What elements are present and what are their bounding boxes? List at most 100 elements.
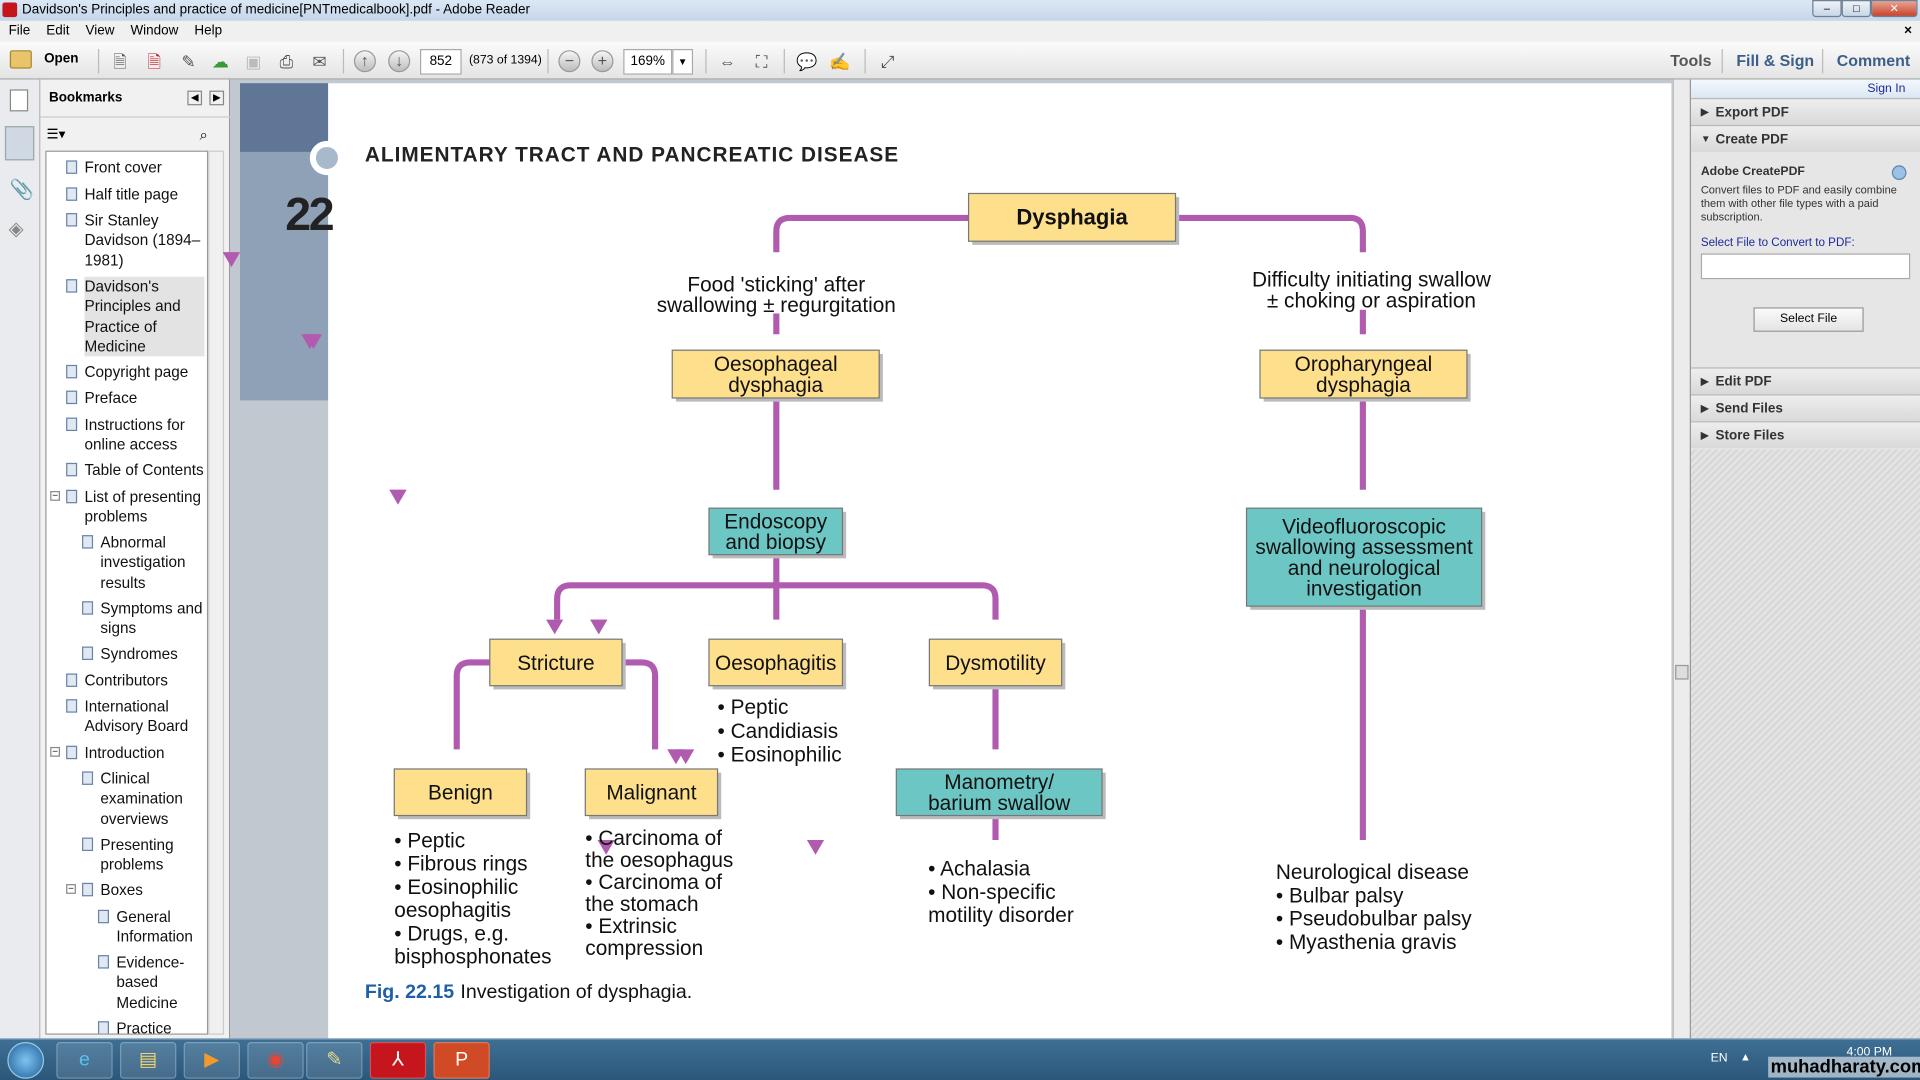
diagram-text: motility disorder (928, 904, 1074, 927)
bookmark-item[interactable]: Symptoms and signs (82, 599, 204, 639)
bookmark-search-icon[interactable]: ⌕ (199, 126, 208, 144)
comment-tab[interactable]: Comment (1836, 51, 1911, 70)
collapse-toggle-icon[interactable]: − (66, 883, 76, 894)
minimize-button[interactable]: – (1812, 0, 1842, 18)
close-document-button[interactable]: × (1904, 23, 1912, 38)
arrow-head (806, 840, 825, 855)
previous-page-button[interactable]: ↑ (353, 50, 376, 73)
menu-window[interactable]: Window (130, 23, 179, 38)
menu-view[interactable]: View (85, 23, 115, 38)
bookmark-item[interactable]: Half title page (66, 185, 204, 205)
open-button[interactable]: Open (44, 51, 79, 67)
zoom-dropdown-chevron-icon[interactable]: ▼ (672, 48, 694, 75)
select-file-button[interactable]: Select File (1753, 307, 1864, 332)
bookmark-item[interactable]: Copyright page (66, 362, 204, 382)
manometry-box (895, 768, 1103, 817)
diagram-text: • Eosinophilic (718, 744, 842, 767)
zoom-out-button[interactable]: − (558, 50, 581, 73)
bookmark-item[interactable]: International Advisory Board (66, 697, 204, 737)
bookmark-item[interactable]: Boxes− (66, 880, 204, 900)
bookmark-item[interactable]: Abnormal investigation results (82, 533, 204, 593)
bookmark-item[interactable]: Sir Stanley Davidson (1894–1981) (66, 211, 204, 271)
fit-page-icon[interactable]: ⛶ (755, 51, 768, 72)
print-icon[interactable]: ⎙ (279, 51, 294, 72)
zoom-level-input[interactable]: 169% (623, 48, 673, 75)
fullscreen-icon[interactable]: ⤢ (880, 51, 895, 72)
bookmark-item[interactable]: Front cover (66, 158, 204, 178)
store-files-section[interactable]: ▶Store Files (1691, 421, 1920, 449)
bookmark-item[interactable]: Introduction− (50, 743, 204, 763)
highlight-icon[interactable]: ✍ (829, 51, 851, 72)
zoom-in-button[interactable]: + (591, 50, 614, 73)
collapse-toggle-icon[interactable]: − (50, 490, 61, 501)
file-path-input[interactable] (1700, 253, 1911, 280)
layers-icon[interactable]: ◈ (8, 219, 24, 241)
taskbar-file-explorer[interactable]: ▤ (120, 1042, 177, 1079)
send-files-section[interactable]: ▶Send Files (1691, 394, 1920, 422)
collapse-panel-icon[interactable]: ◀ (187, 90, 203, 106)
show-hidden-icons[interactable]: ▲ (1740, 1050, 1751, 1063)
bookmark-label: Preface (84, 389, 138, 407)
flow-arrow (1175, 214, 1366, 253)
close-button[interactable]: ✕ (1871, 0, 1918, 18)
bookmark-item[interactable]: Instructions for online access (66, 415, 204, 455)
bookmark-item[interactable]: Contributors (66, 671, 204, 691)
create-pdf-title: Adobe CreatePDF (1700, 165, 1805, 179)
cloud-upload-icon[interactable]: ☁ (211, 51, 229, 72)
bookmark-item[interactable]: List of presenting problems− (50, 487, 204, 527)
bookmark-item[interactable]: Syndromes (82, 644, 204, 664)
bookmark-item[interactable]: General Information (97, 907, 204, 947)
fit-width-icon[interactable]: ⇔ (718, 51, 736, 72)
flow-arrow (554, 582, 777, 620)
comment-icon[interactable]: 💬 (796, 51, 818, 72)
tools-tab[interactable]: Tools (1670, 51, 1712, 70)
attachments-icon[interactable]: 📎 (9, 180, 35, 201)
combine-files-icon[interactable]: 🗎 (147, 51, 162, 72)
next-page-button[interactable]: ↓ (388, 50, 411, 73)
bookmark-icon (66, 489, 78, 504)
save-icon[interactable]: ▣ (245, 51, 262, 72)
chapter-header: ALIMENTARY TRACT AND PANCREATIC DISEASE (365, 144, 899, 167)
diagram-text: Dysphagia (1016, 205, 1128, 230)
bookmark-options-icon[interactable]: ☰▾ (46, 127, 66, 143)
fill-sign-tab[interactable]: Fill & Sign (1736, 51, 1815, 70)
clock[interactable]: 4:00 PM (1846, 1045, 1893, 1060)
document-scrollbar[interactable] (1672, 79, 1690, 1039)
menu-help[interactable]: Help (194, 23, 223, 38)
maximize-button[interactable]: □ (1841, 0, 1872, 18)
create-pdf-icon[interactable]: 🗎 (113, 51, 127, 72)
bookmark-item[interactable]: Clinical examination overviews (82, 769, 204, 829)
sign-in-link[interactable]: Sign In (1867, 82, 1906, 96)
page-number-input[interactable]: 852 (420, 48, 462, 75)
email-icon[interactable]: ✉ (312, 51, 327, 72)
scroll-thumb[interactable] (1675, 664, 1689, 680)
bookmark-item[interactable]: Practice (97, 1019, 204, 1034)
taskbar-notepad[interactable]: ✎ (306, 1042, 363, 1079)
export-pdf-section[interactable]: ▶Export PDF (1691, 97, 1920, 125)
taskbar-internet-explorer[interactable]: e (56, 1042, 113, 1079)
menu-file[interactable]: File (8, 23, 31, 38)
bookmark-item[interactable]: Table of Contents (66, 460, 204, 480)
language-indicator[interactable]: EN (1710, 1051, 1728, 1066)
taskbar-adobe-reader[interactable]: ⅄ (369, 1042, 427, 1079)
taskbar-powerpoint[interactable]: P (433, 1042, 490, 1079)
create-pdf-section[interactable]: ▼Create PDF (1691, 124, 1920, 152)
bookmark-item[interactable]: Evidence-based Medicine (97, 953, 204, 1013)
taskbar-chrome[interactable]: ◉ (247, 1042, 304, 1079)
bookmark-item[interactable]: Presenting problems (82, 835, 204, 875)
menu-edit[interactable]: Edit (46, 23, 70, 38)
collapse-toggle-icon[interactable]: − (50, 746, 61, 757)
bookmark-item[interactable]: Davidson's Principles and Practice of Me… (66, 276, 205, 357)
expand-panel-icon[interactable]: ▶ (209, 90, 225, 106)
start-button[interactable] (7, 1042, 45, 1079)
bookmark-item[interactable]: Preface (66, 388, 204, 408)
taskbar-media-player[interactable]: ▶ (183, 1042, 241, 1079)
edit-icon[interactable]: ✎ (181, 51, 196, 72)
bookmark-scrollbar[interactable] (208, 150, 225, 1035)
bookmarks-icon[interactable] (4, 126, 35, 161)
diagram-text: Manometry/ (944, 771, 1054, 794)
diagram-text: barium swallow (928, 792, 1071, 815)
page-thumbnails-icon[interactable] (9, 89, 29, 112)
edit-pdf-section[interactable]: ▶Edit PDF (1691, 367, 1920, 395)
